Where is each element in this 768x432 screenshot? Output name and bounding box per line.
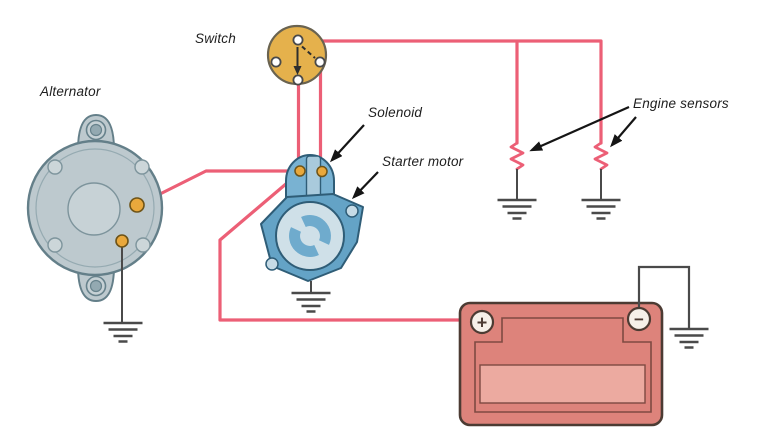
alternator-ground-terminal (115, 234, 129, 248)
battery-inner-outline (474, 317, 652, 413)
alternator-pulley (67, 182, 121, 236)
battery-positive-terminal (469, 309, 495, 335)
engine-sensors-label: Engine sensors (633, 96, 729, 111)
wire-solenoid-to-battery-positive (218, 170, 476, 322)
switch-terminal-left (270, 56, 282, 68)
battery-negative-terminal (626, 306, 652, 332)
switch-terminal-top (292, 34, 304, 46)
switch-dashed-contact (301, 45, 316, 59)
engine-sensor-right-resistor (593, 141, 609, 171)
ground-lead-battery-negative (637, 265, 691, 329)
solenoid-label: Solenoid (368, 105, 423, 120)
battery-symbol: + − (458, 265, 691, 427)
plus-icon: + (477, 313, 488, 333)
starter-motor-label: Starter motor (382, 154, 464, 169)
minus-icon: − (634, 310, 644, 329)
alternator-symbol (26, 113, 164, 323)
switch-label: Switch (195, 31, 236, 46)
ground-symbol-sensor-left (497, 198, 537, 220)
engine-sensors-pointer-arrow-right (610, 116, 637, 148)
ignition-switch-symbol (266, 24, 328, 86)
engine-sensor-left-resistor (509, 141, 525, 171)
starter-end-cap (275, 201, 345, 271)
ground-symbol-alternator (103, 321, 143, 343)
starter-motor-symbol (260, 154, 364, 292)
switch-terminal-right (314, 56, 326, 68)
starter-motor-pointer-arrow (351, 171, 379, 200)
battery-label-panel (479, 364, 646, 404)
alternator-output-terminal (129, 197, 145, 213)
solenoid-terminal-right (316, 165, 328, 178)
engine-sensors-pointer-arrow-left (529, 105, 630, 152)
switch-terminal-bottom (292, 74, 304, 86)
ground-symbol-starter (291, 291, 331, 313)
solenoid-pointer-arrow (329, 124, 365, 163)
alternator-label: Alternator (40, 84, 101, 99)
rotation-icon (289, 215, 331, 257)
ground-symbol-sensor-right (581, 198, 621, 220)
solenoid-terminal-left (294, 165, 306, 177)
solenoid-plunger (305, 155, 322, 200)
wire-switch-to-engine-sensors (299, 39, 603, 145)
ground-symbol-battery (669, 327, 709, 349)
